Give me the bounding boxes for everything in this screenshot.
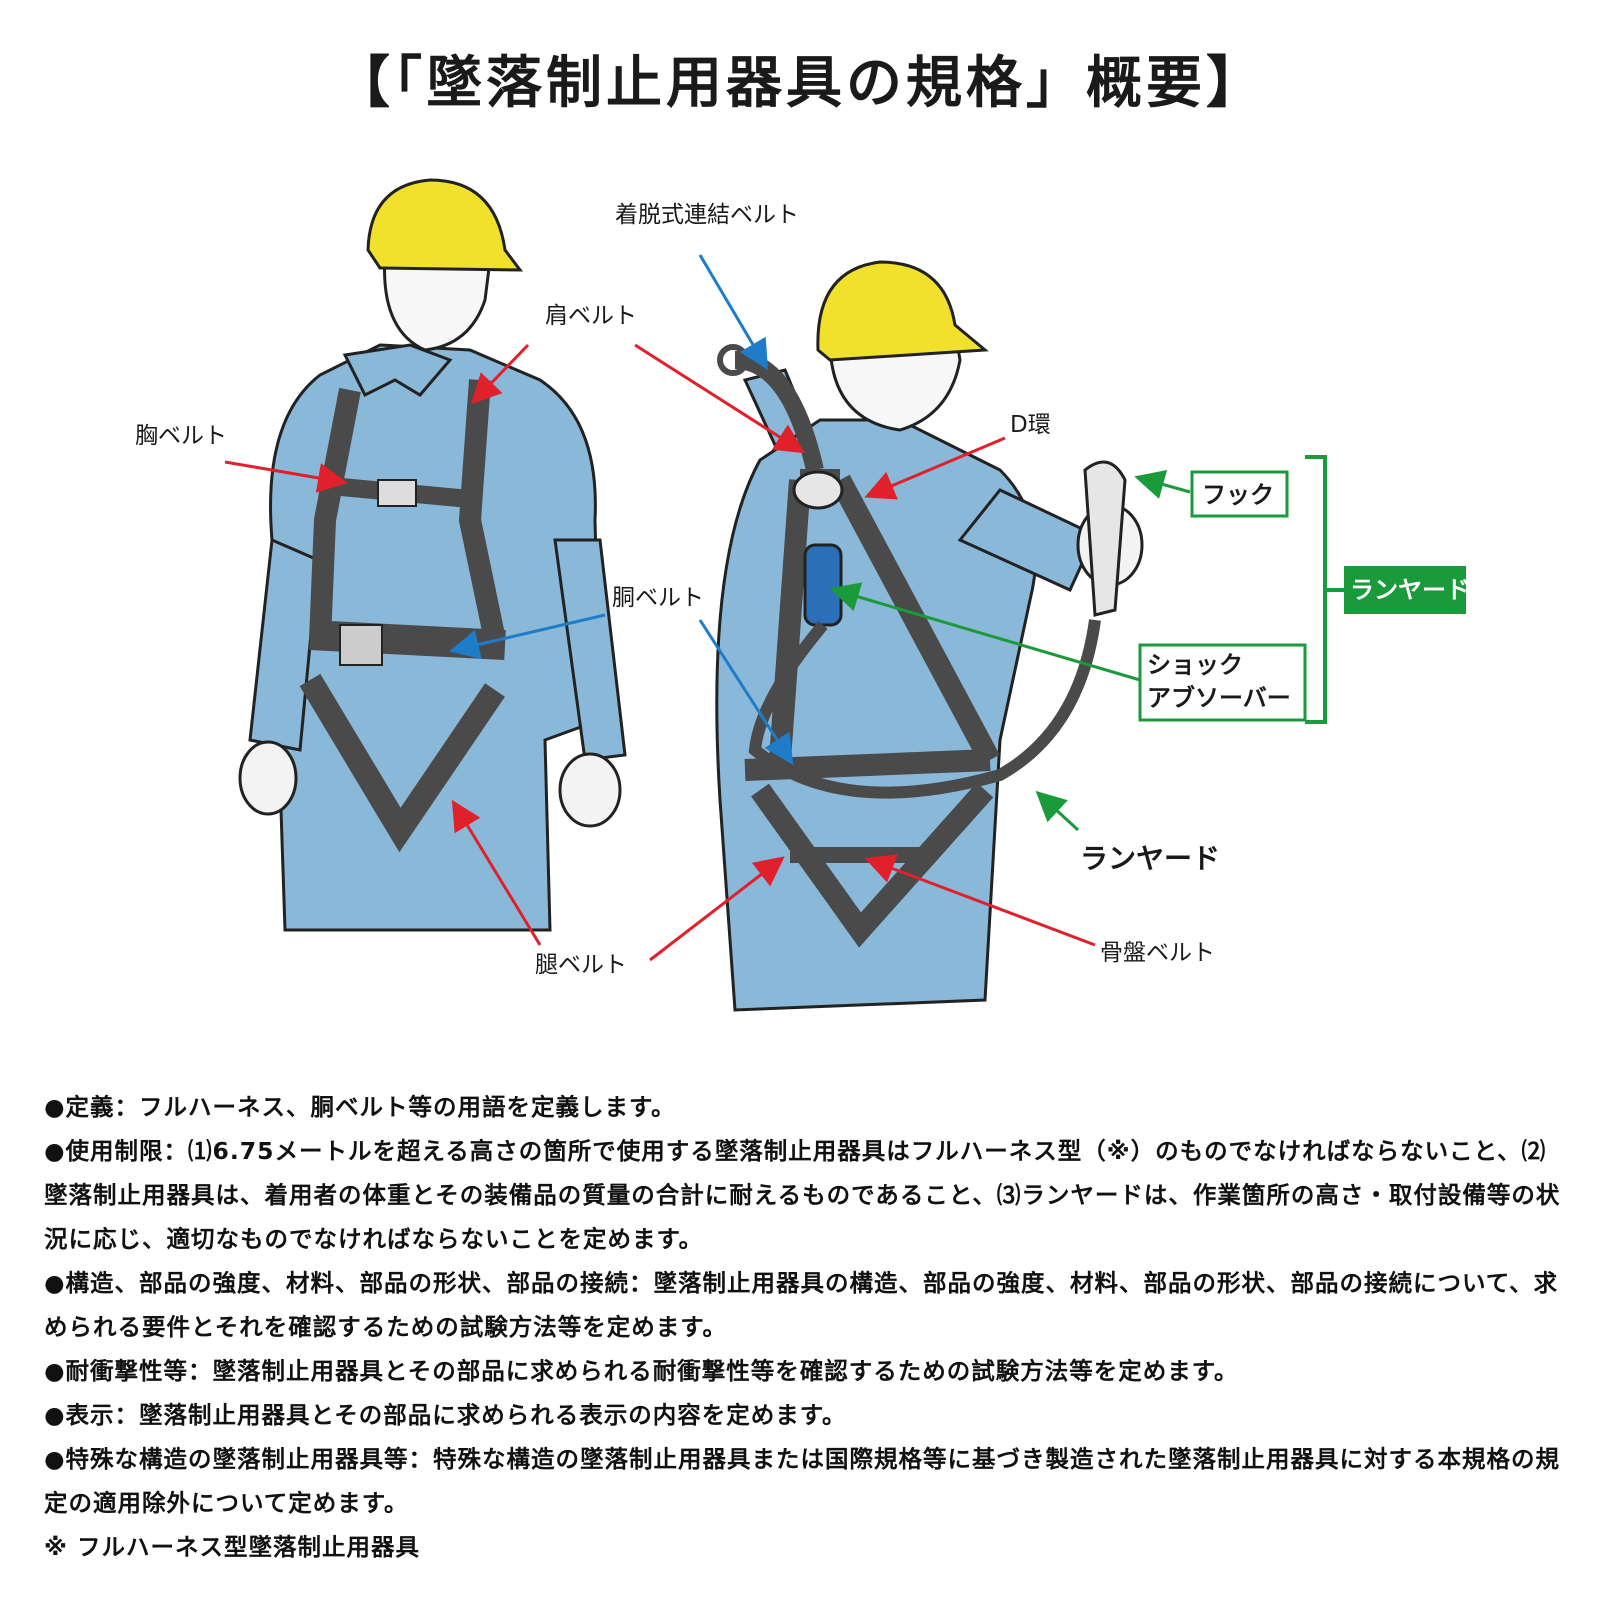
label-pelvic-belt: 骨盤ベルト — [1100, 940, 1215, 966]
definitions-list: ●定義：フルハーネス、胴ベルト等の用語を定義します。 ●使用制限：⑴6.75メー… — [44, 1085, 1564, 1569]
front-chest-buckle — [377, 479, 417, 507]
label-leg-belt: 腿ベルト — [535, 952, 627, 978]
definition-item: ●定義：フルハーネス、胴ベルト等の用語を定義します。 — [44, 1093, 676, 1121]
front-leg-straps — [299, 673, 505, 853]
definition-item: ●特殊な構造の墜落制止用器具等：特殊な構造の墜落制止用器具または国際規格等に基づ… — [44, 1445, 1561, 1517]
arrow-shock-absorber — [829, 582, 1141, 682]
definition-item: ●使用制限：⑴6.75メートルを超える高さの箇所で使用する墜落制止用器具はフルハ… — [44, 1137, 1561, 1253]
page-title: 【「墜落制止用器具の規格」概要】 — [334, 51, 1266, 116]
arrow-chest-belt — [224, 460, 348, 493]
hook-label-box — [1190, 470, 1289, 518]
arrow-d-ring — [864, 436, 1006, 500]
arrow-hook — [1134, 470, 1191, 499]
label-shock-absorber-line1: ショック — [1147, 651, 1243, 679]
lanyard-line — [748, 619, 1101, 799]
arrow-waist-belt-back — [698, 619, 794, 766]
lanyard-bracket — [1305, 455, 1327, 724]
label-lanyard-box: ランヤード — [1350, 576, 1470, 604]
front-left-hand — [238, 740, 298, 816]
lanyard-label-box — [1344, 566, 1466, 614]
front-left-arm — [248, 537, 320, 752]
footnote: ※ フルハーネス型墜落制止用器具 — [44, 1533, 421, 1561]
label-chest-belt: 胸ベルト — [135, 423, 227, 449]
label-detachable-belt: 着脱式連結ベルト — [615, 202, 799, 228]
label-shoulder-belt: 肩ベルト — [545, 303, 637, 329]
arrow-leg-belt-back — [649, 856, 785, 962]
front-worker-figure — [238, 178, 627, 932]
back-helmet — [816, 260, 989, 362]
arrow-detachable-belt — [698, 254, 769, 371]
label-hook: フック — [1202, 481, 1274, 509]
arrow-shoulder-belt-front — [470, 343, 530, 405]
shock-absorber-label-box — [1138, 643, 1307, 722]
arrow-leg-belt-front — [451, 799, 542, 946]
label-d-ring: D環 — [1010, 412, 1051, 438]
arrow-waist-belt-front — [449, 613, 606, 660]
front-shoulder-strap-right — [458, 379, 506, 643]
label-shock-absorber-line2: アブソーバー — [1147, 684, 1291, 712]
d-ring — [792, 470, 844, 510]
harness-diagram: 着脱式連結ベルト 肩ベルト 胸ベルト D環 胴ベルト 腿ベルト 骨盤ベルト フッ… — [135, 178, 1470, 1012]
front-collar — [342, 343, 453, 398]
front-face — [383, 253, 492, 352]
definition-item: ●構造、部品の強度、材料、部品の形状、部品の接続：墜落制止用器具の構造、部品の強… — [44, 1269, 1559, 1341]
back-worker-figure — [715, 260, 1144, 1012]
arrow-pelvic-belt — [864, 854, 1096, 947]
shock-absorber — [803, 543, 843, 627]
arrow-lanyard — [1035, 790, 1080, 832]
front-helmet — [366, 178, 524, 272]
back-leg-straps — [751, 782, 994, 948]
hook-shape — [1083, 460, 1127, 617]
label-waist-belt: 胴ベルト — [612, 585, 704, 611]
front-waist-buckle — [339, 624, 383, 666]
definition-item: ●耐衝撃性等：墜落制止用器具とその部品に求められる耐衝撃性等を確認するための試験… — [44, 1357, 1239, 1385]
front-shoulder-strap-left — [309, 387, 361, 641]
label-lanyard: ランヤード — [1080, 842, 1220, 875]
front-right-hand — [558, 752, 622, 828]
front-right-arm — [553, 538, 627, 762]
definition-item: ●表示：墜落制止用器具とその部品に求められる表示の内容を定めます。 — [44, 1401, 847, 1429]
arrow-shoulder-belt-back — [634, 343, 806, 454]
